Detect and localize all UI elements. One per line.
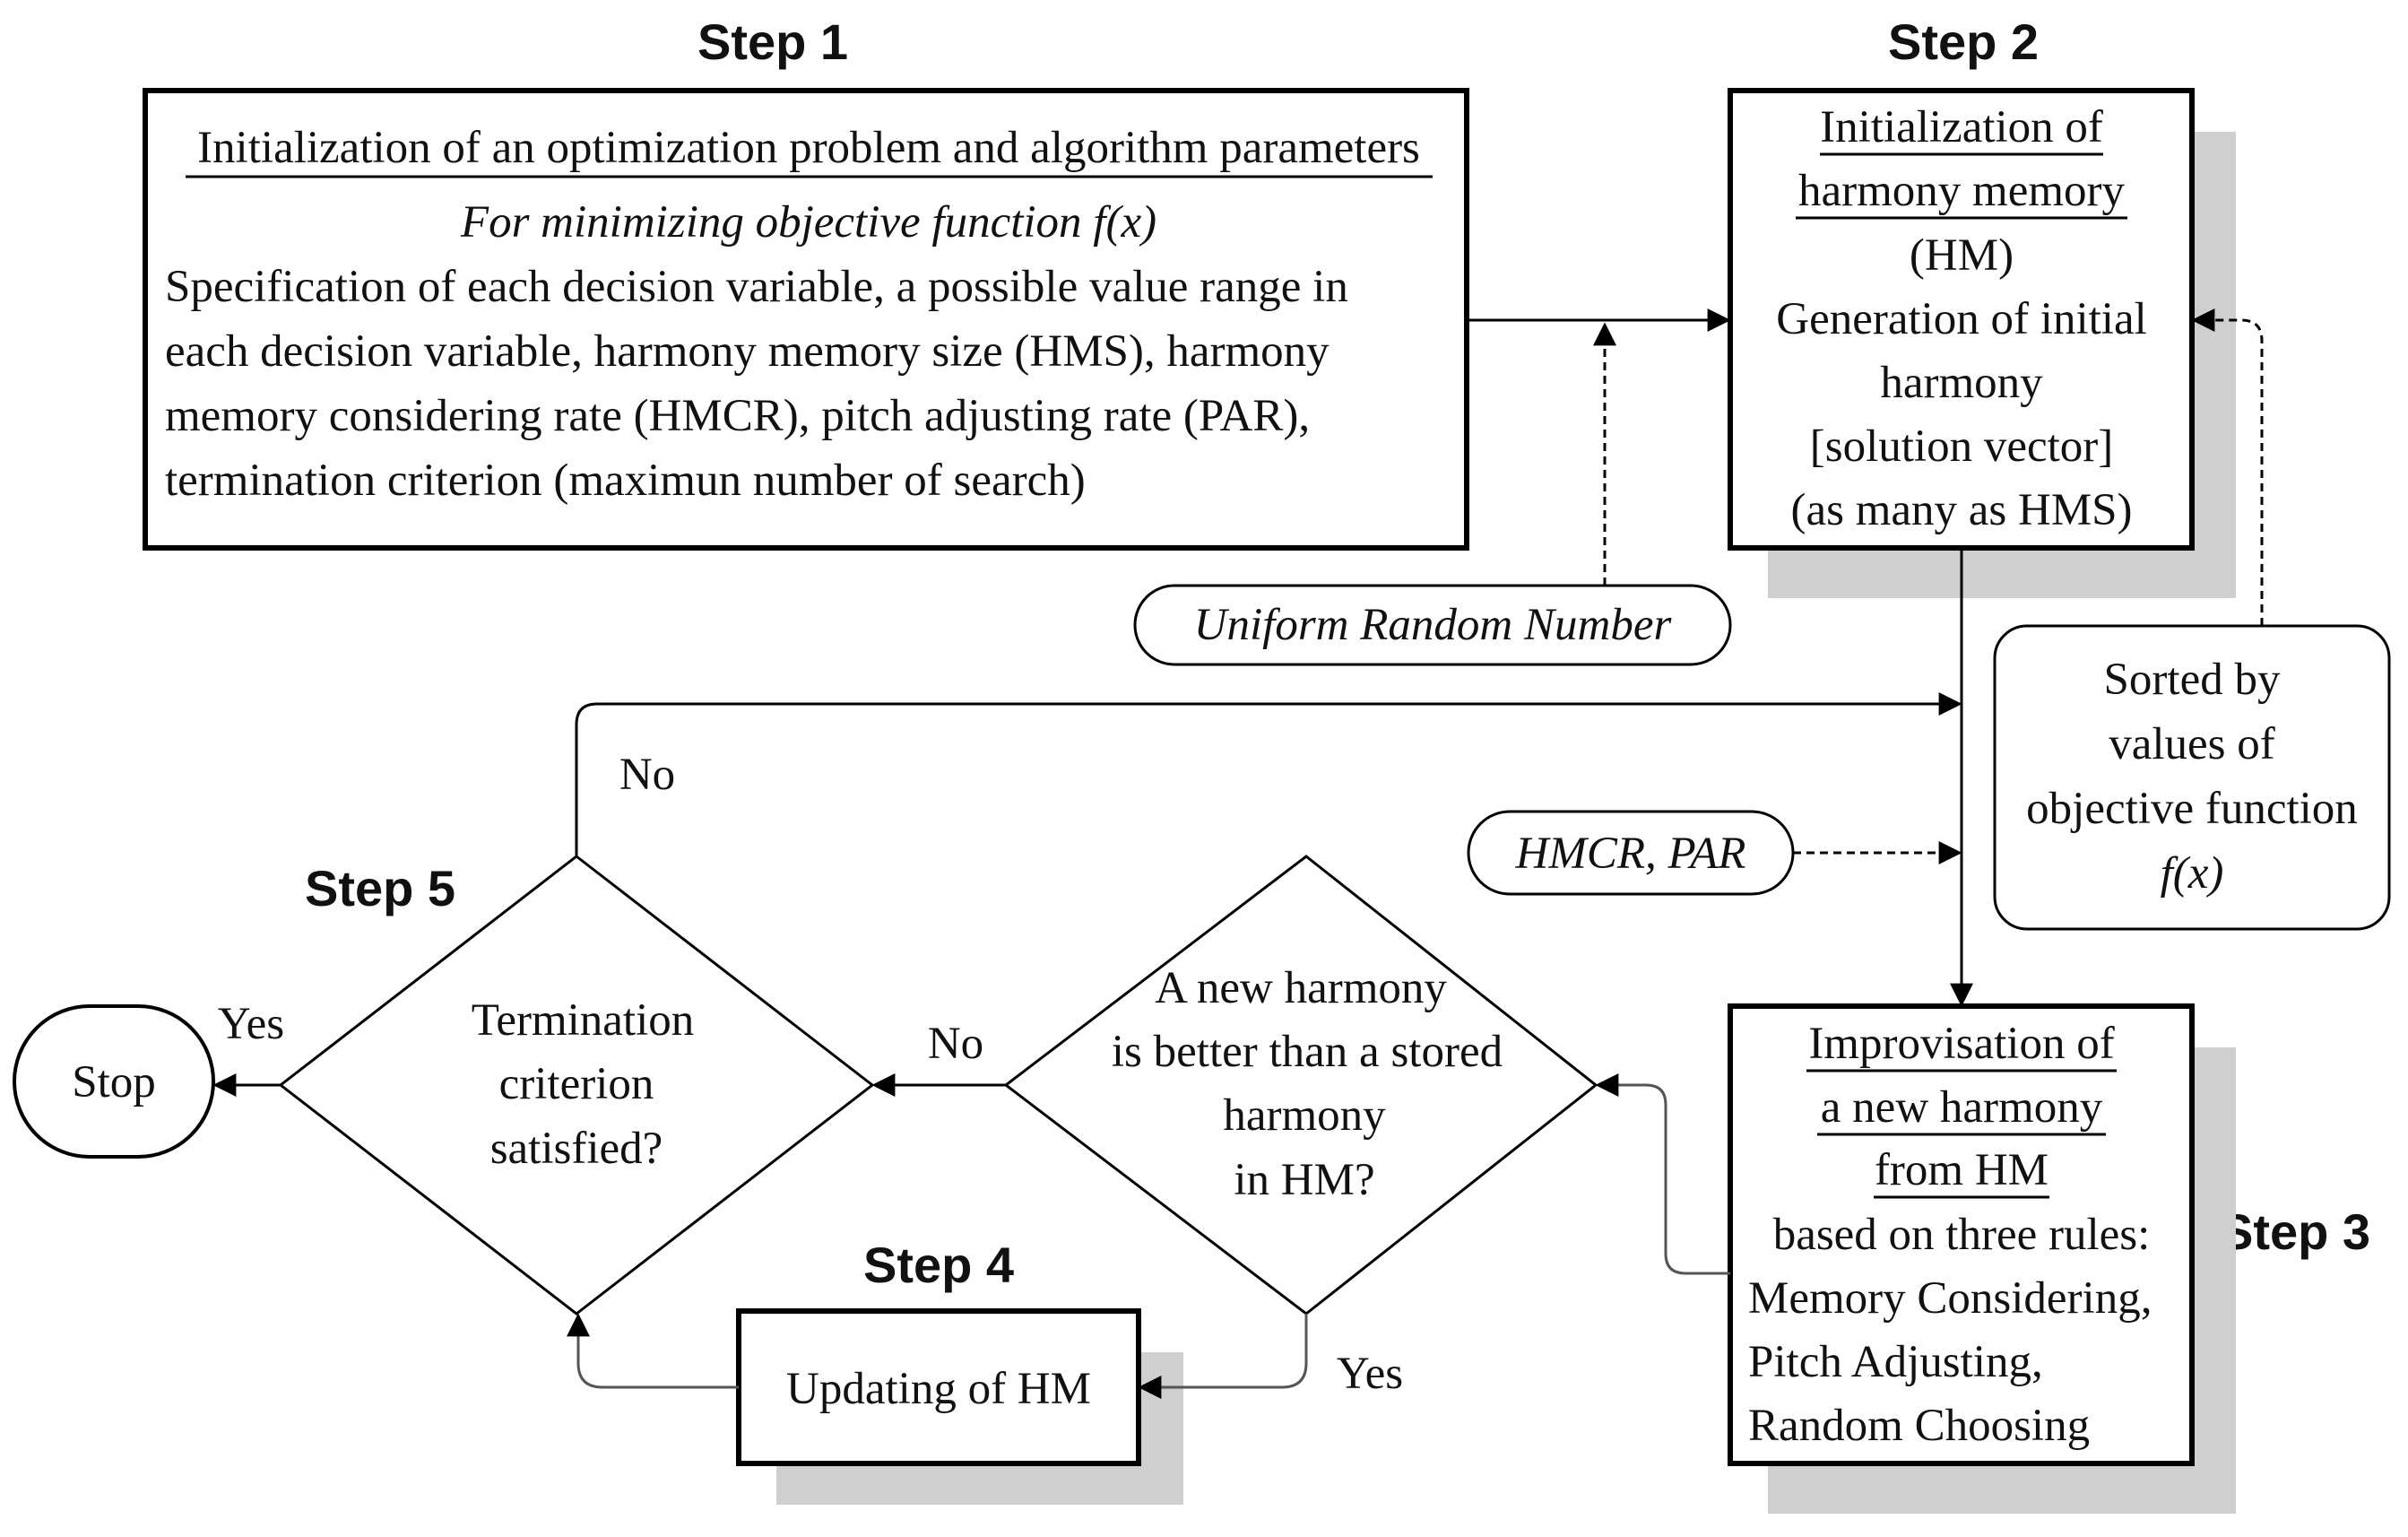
improv-line-4: Random Choosing [1748, 1401, 2090, 1451]
termination-line-2: criterion [499, 1059, 654, 1109]
improv-title-line-2: a new harmony [1821, 1082, 2103, 1133]
termination-line-3: satisfied? [490, 1124, 663, 1174]
termination-line-1: Termination [472, 995, 695, 1046]
improv-line-2: Memory Considering, [1748, 1273, 2152, 1324]
improv-title-line-1: Improvisation of [1808, 1019, 2114, 1069]
hm-title-line-1: Initialization of [1820, 102, 2103, 152]
update-hm-label: Updating of HM [786, 1364, 1091, 1414]
compare-line-4: in HM? [1234, 1155, 1374, 1205]
improv-title-line-3: from HM [1875, 1145, 2049, 1195]
label-yes-update: Yes [1337, 1349, 1403, 1399]
improv-line-3: Pitch Adjusting, [1748, 1337, 2043, 1387]
hm-line-2: Generation of initial [1776, 294, 2147, 344]
initialization-line-1: Specification of each decision variable,… [165, 262, 1348, 312]
compare-line-1: A new harmony [1155, 963, 1447, 1013]
improv-line-1: based on three rules: [1773, 1210, 2151, 1260]
arrow-no-loop-back [575, 692, 1962, 856]
arrow-sorted-to-hm [2191, 308, 2264, 626]
hm-title-line-2: harmony memory [1798, 166, 2125, 216]
step-1-label: Step 1 [697, 13, 848, 70]
uniform-random-number-label: Uniform Random Number [1194, 600, 1672, 650]
objective-subtitle: For minimizing objective function f(x) [460, 197, 1156, 247]
hm-line-1: (HM) [1910, 230, 2014, 281]
initialization-title: Initialization of an optimization proble… [197, 123, 1420, 173]
stop-label: Stop [72, 1057, 156, 1107]
compare-line-3: harmony [1223, 1090, 1386, 1141]
label-no-compare: No [928, 1019, 983, 1069]
hm-line-4: [solution vector] [1810, 421, 2114, 472]
sorted-line-3: objective function [2026, 784, 2358, 834]
sorted-by-objective-box: Sorted by values of objective function f… [1993, 624, 2391, 931]
sorted-line-2: values of [2109, 719, 2275, 769]
arrow-compare-yes [1138, 1314, 1308, 1399]
hmcr-par-input: HMCR, PAR [1467, 810, 1795, 896]
step-3-label: Step 3 [2220, 1203, 2370, 1260]
initialization-line-2: each decision variable, harmony memory s… [165, 326, 1330, 377]
uniform-random-number-input: Uniform Random Number [1133, 584, 1732, 666]
label-no-loop: No [619, 750, 675, 800]
sorted-line-4: f(x) [2161, 848, 2224, 899]
compare-line-2: is better than a stored [1112, 1027, 1503, 1077]
hmcr-par-label: HMCR, PAR [1515, 829, 1746, 879]
compare-harmony-decision: A new harmony is better than a stored ha… [1003, 855, 1598, 1316]
harmony-memory-box: Initialization of harmony memory (HM) Ge… [1728, 88, 2236, 598]
label-yes-stop: Yes [218, 999, 284, 1049]
hm-line-3: harmony [1880, 358, 2043, 408]
initialization-line-3: memory considering rate (HMCR), pitch ad… [165, 391, 1310, 441]
stop-terminal: Stop [13, 1004, 215, 1159]
initialization-box: Initialization of an optimization proble… [143, 88, 1469, 551]
hm-line-5: (as many as HMS) [1790, 485, 2132, 535]
step-2-label: Step 2 [1888, 13, 2039, 70]
arrow-improvisation-to-compare [1595, 1073, 1730, 1275]
improvisation-box: Improvisation of a new harmony from HM b… [1728, 1003, 2236, 1514]
sorted-line-1: Sorted by [2104, 655, 2281, 705]
arrow-update-to-termination [567, 1313, 739, 1389]
initialization-line-4: termination criterion (maximun number of… [165, 456, 1086, 506]
update-hm-box: Updating of HM [736, 1308, 1183, 1505]
step-5-label: Step 5 [305, 860, 455, 916]
step-4-label: Step 4 [863, 1237, 1014, 1293]
termination-decision: Termination criterion satisfied? [278, 855, 875, 1316]
